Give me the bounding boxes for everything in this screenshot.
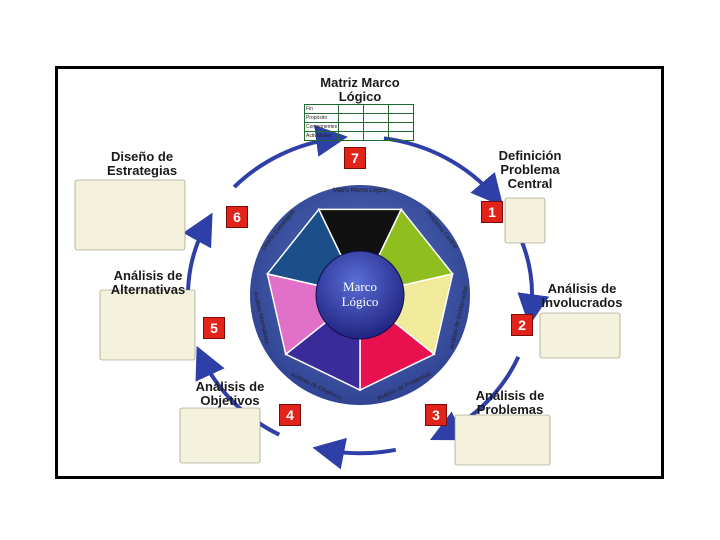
matrix-row-label: Componentes [303,122,340,132]
matrix-table: Fin Propósito Componentes Actividades [303,104,415,141]
cycle-arrow [383,136,504,207]
thumbnail-graphic [454,414,551,466]
cycle-arrow [232,125,348,189]
cycle-arrow [195,345,281,437]
matrix-row-label: Actividades [303,131,340,141]
cycle-arrow [429,355,521,441]
thumbnail-graphic [504,197,546,244]
step-badge-7: 7 [344,147,366,169]
step-badge-6: 6 [226,206,248,228]
wheel-hub [315,250,405,340]
step-badge-3: 3 [425,404,447,426]
thumbnail-graphic [179,407,261,464]
center-label-line2: Lógico [342,294,379,309]
thumbnail-graphic [99,289,196,361]
wheel-segment-label: Matriz Marco Lógico [333,188,388,194]
matrix-row-label: Fin [303,104,340,114]
cycle-arrow [312,437,397,470]
thumbnail-graphic [539,312,621,359]
step-badge-4: 4 [279,404,301,426]
step-badge-1: 1 [481,201,503,223]
matrix-row-label: Propósito [303,113,340,123]
step-badge-5: 5 [203,317,225,339]
thumbnail-graphic [74,179,186,251]
center-label-line1: Marco [343,279,377,294]
step-badge-2: 2 [511,314,533,336]
